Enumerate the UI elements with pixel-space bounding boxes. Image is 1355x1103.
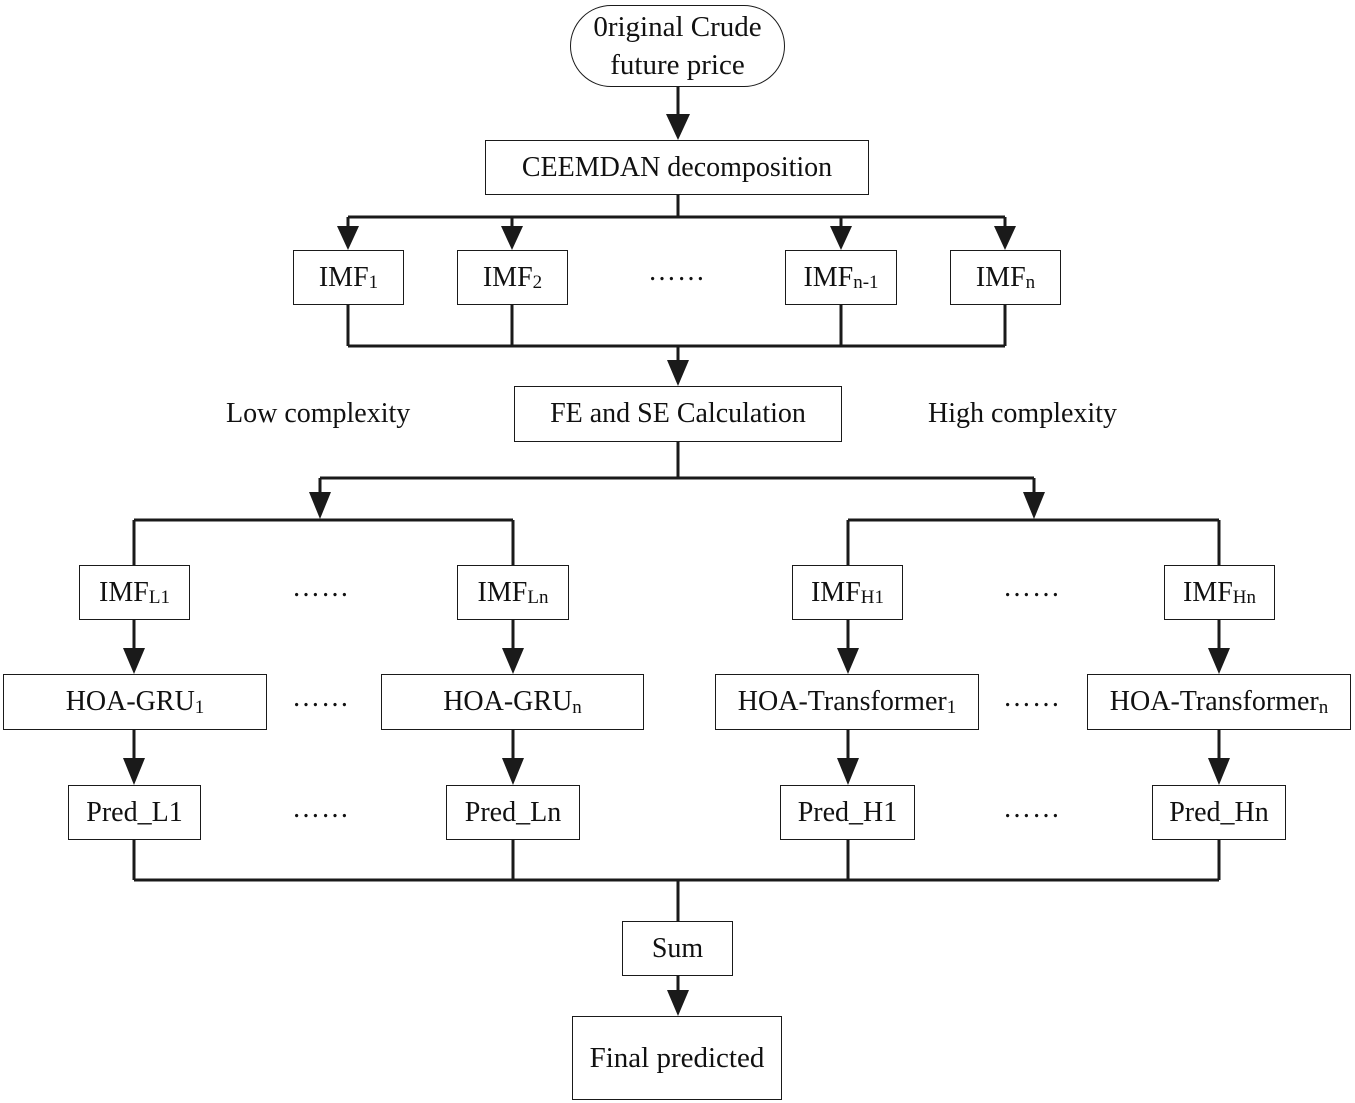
imf-hn-sub: Hn <box>1232 587 1257 608</box>
fe-se-node: FE and SE Calculation <box>514 386 842 442</box>
ceemdan-label: CEEMDAN decomposition <box>521 151 833 183</box>
arrowhead <box>1023 492 1045 519</box>
imf-hn-main: IMF <box>1182 576 1233 608</box>
final-predicted-label: Final predicted <box>589 1041 765 1074</box>
pred-h1-node: Pred_H1 <box>780 785 915 840</box>
imf-1-sub: 1 <box>368 272 379 293</box>
arrowhead <box>123 758 145 785</box>
arrowhead <box>837 648 859 674</box>
arrowhead <box>501 226 523 250</box>
arrowhead <box>309 492 331 519</box>
low-imf-ellipsis: …… <box>292 572 350 603</box>
imf-l1-sub: L1 <box>148 587 170 608</box>
low-model-ellipsis: …… <box>292 682 350 713</box>
imf-row-ellipsis: …… <box>648 256 706 287</box>
imf-n-main: IMF <box>975 261 1026 293</box>
fe-se-label: FE and SE Calculation <box>550 398 806 429</box>
hoa-transformer-1-sub: 1 <box>946 696 957 718</box>
pred-ln-label: Pred_Ln <box>464 796 562 828</box>
arrowhead <box>1208 648 1230 674</box>
hoa-gru-n-main: HOA-GRU <box>443 686 573 717</box>
low-complexity-label: Low complexity <box>226 398 411 429</box>
imf-1-main: IMF <box>318 261 369 293</box>
pred-h1-label: Pred_H1 <box>797 796 898 828</box>
imf-2-sub: 2 <box>532 272 543 293</box>
imf-n-1-sub: n-1 <box>853 272 879 293</box>
imf-n-sub: n <box>1025 272 1036 293</box>
pred-hn-node: Pred_Hn <box>1152 785 1286 840</box>
high-model-ellipsis: …… <box>1003 682 1061 713</box>
imf-l1-main: IMF <box>99 576 149 608</box>
arrowhead <box>837 758 859 785</box>
pred-ln-node: Pred_Ln <box>446 785 580 840</box>
arrowhead <box>123 648 145 674</box>
arrowhead <box>1208 758 1230 785</box>
high-imf-ellipsis: …… <box>1003 572 1061 603</box>
pred-l1-label: Pred_L1 <box>86 796 183 828</box>
imf-ln-main: IMF <box>477 576 528 608</box>
sum-node: Sum <box>622 921 733 976</box>
arrowhead <box>666 114 690 140</box>
final-predicted-node: Final predicted <box>572 1016 782 1100</box>
arrowhead <box>667 990 689 1016</box>
hoa-transformer-n-main: HOA-Transformer <box>1109 686 1319 717</box>
start-line-1: 0riginal Crude <box>593 11 762 43</box>
sum-label: Sum <box>651 932 704 964</box>
pred-l1-node: Pred_L1 <box>68 785 201 840</box>
start-node: 0riginal Crude future price <box>570 5 785 87</box>
high-pred-ellipsis: …… <box>1003 793 1061 824</box>
ceemdan-node: CEEMDAN decomposition <box>485 140 869 195</box>
hoa-gru-1-sub: 1 <box>194 696 205 718</box>
imf-2-main: IMF <box>482 261 533 293</box>
pred-hn-label: Pred_Hn <box>1169 796 1269 828</box>
arrowhead <box>830 226 852 250</box>
arrowhead <box>667 360 689 386</box>
start-line-2: future price <box>610 49 745 81</box>
hoa-transformer-n-sub: n <box>1318 696 1329 718</box>
hoa-transformer-1-main: HOA-Transformer <box>737 686 947 717</box>
arrowhead <box>994 226 1016 250</box>
hoa-gru-1-main: HOA-GRU <box>65 686 195 717</box>
imf-h1-main: IMF <box>810 576 861 608</box>
imf-n-1-main: IMF <box>803 261 854 293</box>
hoa-gru-n-sub: n <box>572 696 582 718</box>
arrowhead <box>502 648 524 674</box>
imf-h1-sub: H1 <box>860 587 885 608</box>
arrowhead <box>502 758 524 785</box>
imf-ln-sub: Ln <box>527 587 549 608</box>
high-complexity-label: High complexity <box>928 398 1117 429</box>
low-pred-ellipsis: …… <box>292 793 350 824</box>
arrowhead <box>337 226 359 250</box>
